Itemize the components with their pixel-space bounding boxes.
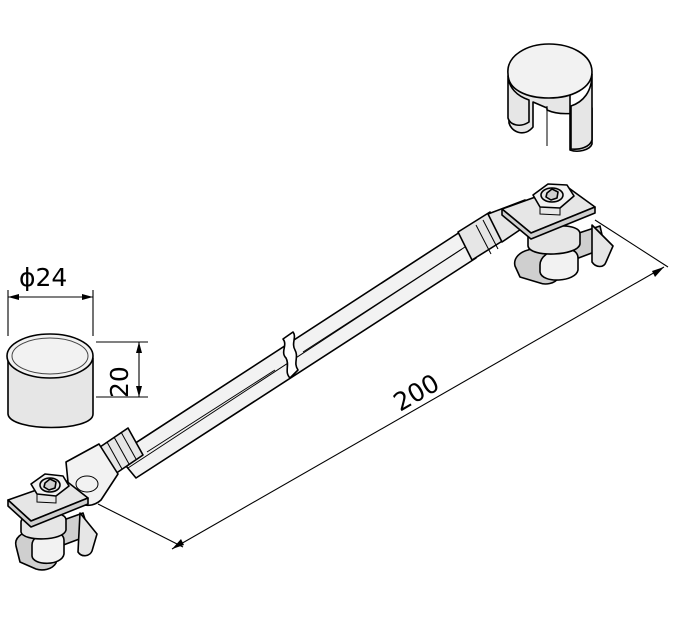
height-dimension: [96, 341, 148, 398]
rod: [116, 231, 477, 479]
length-dimension: [97, 219, 669, 550]
length-label: 200: [389, 368, 445, 417]
diameter-dimension: [7, 290, 94, 336]
end-cap-open: [507, 43, 593, 152]
height-label: 20: [105, 366, 134, 398]
left-bolt-assembly: [7, 473, 98, 571]
end-cap-closed: [6, 333, 94, 429]
diameter-label: ϕ24: [19, 263, 67, 292]
right-bolt-assembly: [501, 183, 614, 285]
